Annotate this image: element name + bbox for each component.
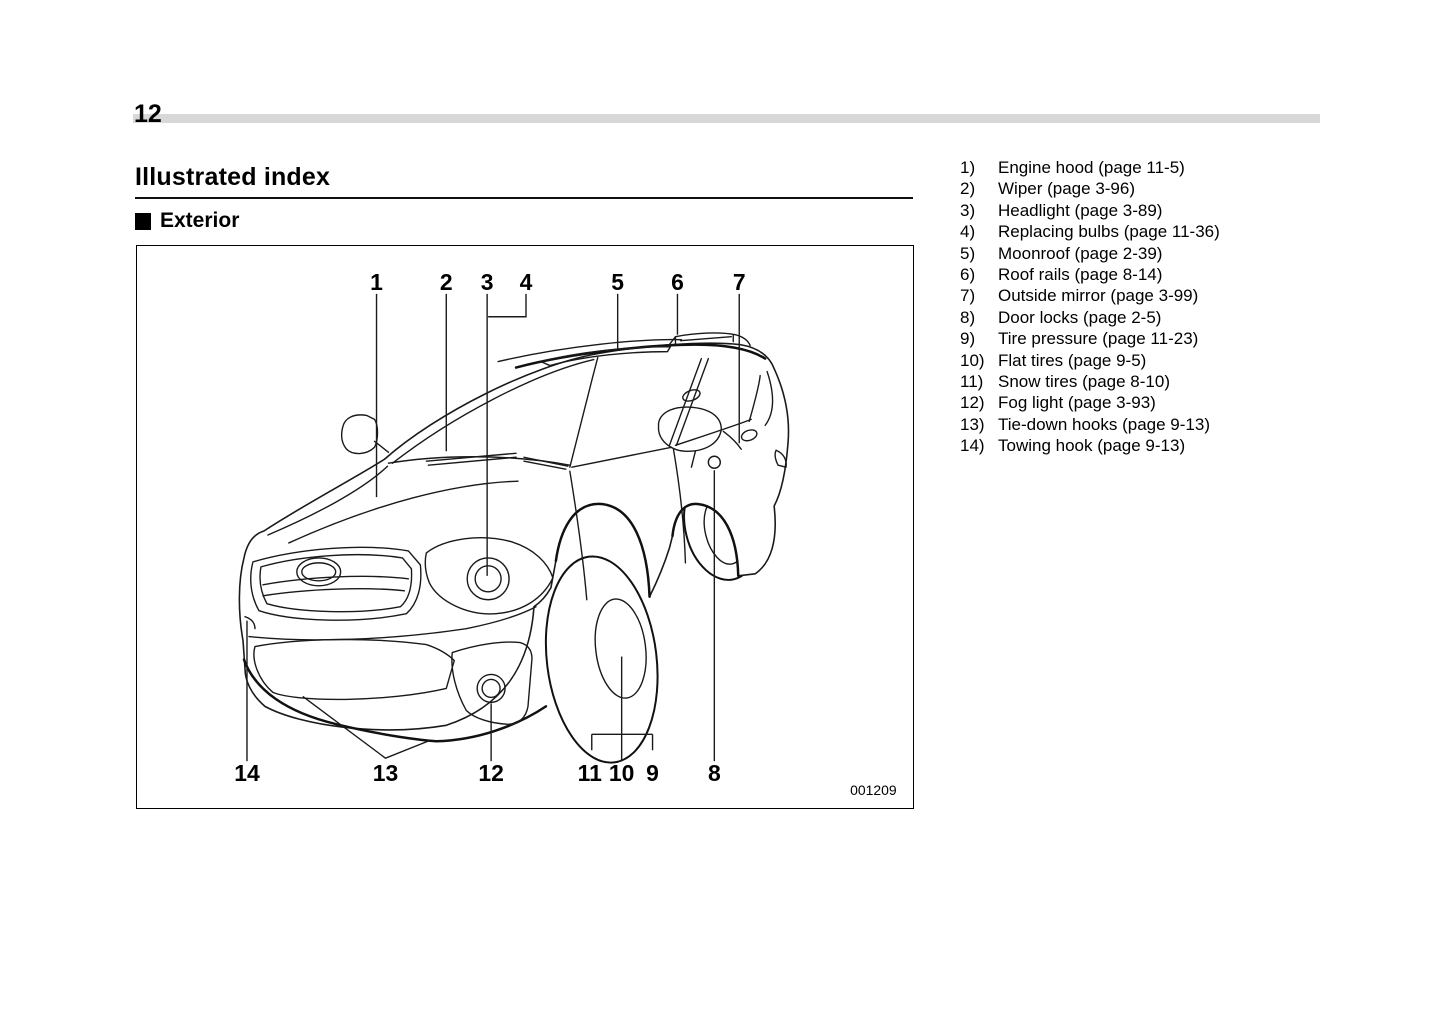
legend-label: Flat tires (page 9-5) bbox=[998, 350, 1147, 370]
wiper bbox=[425, 452, 569, 470]
callout-10: 10 bbox=[609, 760, 634, 786]
legend-label: Moonroof (page 2-39) bbox=[998, 243, 1163, 263]
moonroof bbox=[540, 345, 672, 367]
callout-13: 13 bbox=[373, 760, 398, 786]
legend-label: Outside mirror (page 3-99) bbox=[998, 286, 1199, 306]
legend-label: Replacing bulbs (page 11-36) bbox=[998, 222, 1220, 242]
square-bullet-icon bbox=[135, 212, 151, 230]
hood-lines bbox=[267, 465, 519, 544]
legend-num: 12) bbox=[960, 393, 985, 413]
callout-2: 2 bbox=[440, 269, 453, 295]
page-title: Illustrated index bbox=[135, 163, 331, 191]
legend-item: 5) Moonroof (page 2-39) bbox=[960, 243, 1435, 264]
legend-num: 11) bbox=[960, 372, 984, 392]
door-keyhole bbox=[707, 455, 722, 469]
callout-7: 7 bbox=[733, 269, 746, 295]
callout-1: 1 bbox=[370, 269, 383, 295]
figure-code: 001209 bbox=[850, 782, 897, 798]
door-handles bbox=[682, 389, 758, 469]
section-heading: Exterior bbox=[135, 209, 239, 233]
callout-9: 9 bbox=[646, 760, 659, 786]
legend-item: 6) Roof rails (page 8-14) bbox=[960, 264, 1435, 285]
callout-14: 14 bbox=[234, 760, 260, 786]
legend-item: 13) Tie-down hooks (page 9-13) bbox=[960, 414, 1435, 435]
left-mirror bbox=[341, 414, 390, 455]
legend-label: Door locks (page 2-5) bbox=[998, 307, 1162, 327]
callout-11: 11 bbox=[578, 760, 602, 786]
legend-num: 14) bbox=[960, 436, 985, 456]
legend-label: Fog light (page 3-93) bbox=[998, 393, 1156, 413]
section-title: Exterior bbox=[160, 209, 240, 232]
legend-label: Towing hook (page 9-13) bbox=[998, 436, 1186, 456]
legend-num: 1) bbox=[960, 158, 976, 177]
legend-item: 7) Outside mirror (page 3-99) bbox=[960, 285, 1435, 306]
callout-12: 12 bbox=[478, 760, 503, 786]
brand-badge-icon bbox=[296, 557, 342, 587]
legend-label: Wiper (page 3-96) bbox=[998, 179, 1136, 199]
exterior-figure-box: 1 2 3 4 5 6 7 14 13 12 11 10 9 8 001209 bbox=[136, 245, 914, 809]
legend-item: 1) Engine hood (page 11-5) bbox=[960, 157, 1435, 178]
legend-num: 13) bbox=[960, 414, 985, 434]
legend-item: 9) Tire pressure (page 11-23) bbox=[960, 328, 1435, 349]
legend-item: 11) Snow tires (page 8-10) bbox=[960, 371, 1435, 392]
page-header-bar bbox=[133, 114, 1320, 123]
callout-labels: 1 2 3 4 5 6 7 14 13 12 11 10 9 8 bbox=[234, 269, 745, 786]
headlight bbox=[424, 537, 554, 615]
legend-label: Roof rails (page 8-14) bbox=[998, 265, 1163, 285]
callout-leader-lines bbox=[246, 293, 740, 762]
legend-num: 10) bbox=[960, 350, 985, 370]
legend-item: 8) Door locks (page 2-5) bbox=[960, 307, 1435, 328]
front-wheel bbox=[544, 555, 659, 764]
fog-light bbox=[451, 641, 533, 725]
legend-list: 1) Engine hood (page 11-5) 2) Wiper (page … bbox=[960, 157, 1435, 457]
legend-label: Tire pressure (page 11-23) bbox=[998, 329, 1199, 349]
callout-4: 4 bbox=[520, 269, 533, 295]
legend-num: 3) bbox=[960, 200, 976, 220]
legend-label: Tie-down hooks (page 9-13) bbox=[998, 414, 1210, 434]
legend-num: 4) bbox=[960, 222, 976, 242]
legend-item: 3) Headlight (page 3-89) bbox=[960, 200, 1435, 221]
legend-item: 10) Flat tires (page 9-5) bbox=[960, 350, 1435, 371]
legend-num: 9) bbox=[960, 329, 976, 349]
outside-mirror bbox=[657, 406, 742, 468]
grille bbox=[250, 546, 422, 621]
roof-rails bbox=[497, 332, 751, 363]
callout-6: 6 bbox=[671, 269, 684, 295]
legend-num: 2) bbox=[960, 179, 976, 199]
page-title-block: Illustrated index bbox=[135, 163, 913, 199]
page-number: 12 bbox=[134, 100, 162, 128]
legend-item: 4) Replacing bulbs (page 11-36) bbox=[960, 221, 1435, 242]
legend-num: 8) bbox=[960, 307, 976, 327]
callout-3: 3 bbox=[481, 269, 494, 295]
legend-item: 12) Fog light (page 3-93) bbox=[960, 392, 1435, 413]
callout-8: 8 bbox=[708, 760, 721, 786]
legend-label: Headlight (page 3-89) bbox=[998, 200, 1163, 220]
legend-item: 2) Wiper (page 3-96) bbox=[960, 178, 1435, 199]
car-exterior-illustration: 1 2 3 4 5 6 7 14 13 12 11 10 9 8 001209 bbox=[234, 269, 897, 798]
front-bumper bbox=[244, 606, 537, 701]
legend-num: 7) bbox=[960, 286, 976, 306]
callout-5: 5 bbox=[611, 269, 624, 295]
legend-num: 5) bbox=[960, 243, 976, 263]
legend-item: 14) Towing hook (page 9-13) bbox=[960, 435, 1435, 456]
legend-num: 6) bbox=[960, 265, 976, 285]
legend-label: Engine hood (page 11-5) bbox=[998, 158, 1185, 177]
legend-label: Snow tires (page 8-10) bbox=[998, 372, 1170, 392]
